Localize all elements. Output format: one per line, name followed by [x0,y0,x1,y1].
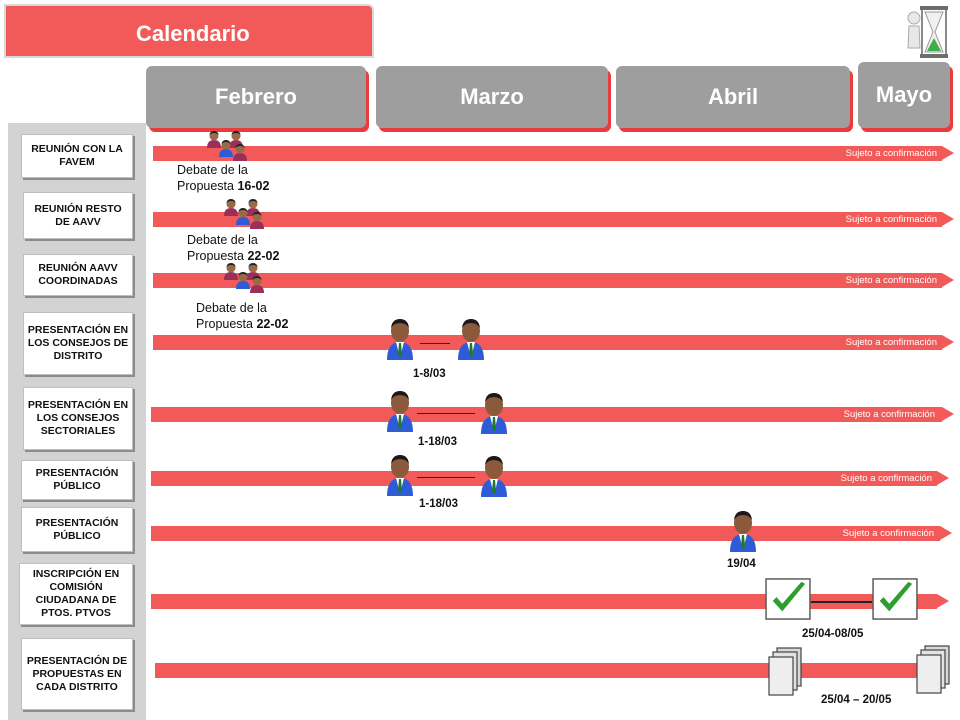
note-line: Propuesta 16-02 [177,178,269,194]
note-date: 16-02 [237,179,270,193]
row-label-presentacion-publico-1: PRESENTACIÓN PÚBLICO [21,460,133,500]
note-line: Debate de la [177,163,248,177]
document-stack-icon [768,647,802,697]
note-text: Propuesta [196,317,257,331]
month-tab-marzo[interactable]: Marzo [376,66,608,128]
row-label-reunion-aavv-coordinadas: REUNIÓN AAVV COORDINADAS [23,254,133,296]
businessman-icon [479,392,509,434]
note-text: Propuesta [187,249,248,263]
businessman-icon [456,318,486,360]
row-label-presentacion-propuestas: PRESENTACIÓN DE PROPUESTAS EN CADA DISTR… [21,638,133,710]
note-line: Debate de la [196,301,267,315]
note-line: Propuesta 22-02 [187,248,279,264]
row-label-presentacion-publico-2: PRESENTACIÓN PÚBLICO [21,507,133,552]
timeline-bar-row-2 [153,212,954,227]
month-tab-febrero[interactable]: Febrero [146,66,366,128]
debate-note-row-3: Debate de la Propuesta 22-02 [196,300,288,332]
month-tab-abril[interactable]: Abril [616,66,850,128]
note-date: 22-02 [256,317,289,331]
confirm-note-row-7: Sujeto a confirmación [842,528,934,539]
row-label-consejos-sectoriales: PRESENTACIÓN EN LOS CONSEJOS SECTORIALES [23,387,133,450]
row-label-inscripcion-comision: INSCRIPCIÓN EN COMISIÓN CIUDADANA DE PTO… [19,563,133,625]
title-tab: Calendario [4,4,374,58]
people-group-icon [206,130,250,164]
debate-note-row-2: Debate de la Propuesta 22-02 [187,232,279,264]
date-label-row-7: 19/04 [727,558,756,570]
confirm-note-row-5: Sujeto a confirmación [843,409,935,420]
confirm-note-row-3: Sujeto a confirmación [845,275,937,286]
timeline-bar-row-3 [153,273,954,288]
connector-line [420,343,450,344]
checkmark-icon [765,578,811,620]
checkmark-icon [872,578,918,620]
row-label-reunion-favem: REUNIÓN CON LA FAVEM [21,134,133,178]
confirm-note-row-6: Sujeto a confirmación [840,473,932,484]
row-label-reunion-resto-aavv: REUNIÓN RESTO DE AAVV [23,192,133,239]
timeline-bar-row-1 [153,146,954,161]
date-label-row-9: 25/04 – 20/05 [821,694,892,706]
timeline-bar-row-9 [155,663,949,678]
hourglass-figure-icon [907,6,948,58]
people-group-icon [223,198,267,232]
confirm-note-row-2: Sujeto a confirmación [845,214,937,225]
timeline-bar-row-5 [151,407,954,422]
connector-line [811,601,872,603]
timeline-bar-row-4 [153,335,954,350]
businessman-icon [385,454,415,496]
businessman-icon [728,510,758,552]
businessman-icon [479,455,509,497]
confirm-note-row-4: Sujeto a confirmación [845,337,937,348]
month-tab-mayo[interactable]: Mayo [858,62,950,128]
businessman-icon [385,318,415,360]
note-date: 22-02 [247,249,280,263]
page-title: Calendario [136,21,250,46]
people-group-icon [223,262,267,296]
note-line: Debate de la [187,233,258,247]
connector-line [417,413,475,414]
date-label-row-8: 25/04-08/05 [802,628,864,640]
confirm-note-row-1: Sujeto a confirmación [845,148,937,159]
date-label-row-4: 1-8/03 [413,368,446,380]
businessman-icon [385,390,415,432]
connector-line [417,477,475,478]
document-stack-icon [916,645,950,695]
timeline-bar-row-8 [151,594,949,609]
note-text: Propuesta [177,179,238,193]
timeline-bar-row-6 [151,471,949,486]
row-label-consejos-distrito: PRESENTACIÓN EN LOS CONSEJOS DE DISTRITO [23,312,133,375]
date-label-row-6: 1-18/03 [419,498,459,510]
debate-note-row-1: Debate de la Propuesta 16-02 [177,162,269,194]
date-label-row-5: 1-18/03 [418,436,458,448]
note-line: Propuesta 22-02 [196,316,288,332]
